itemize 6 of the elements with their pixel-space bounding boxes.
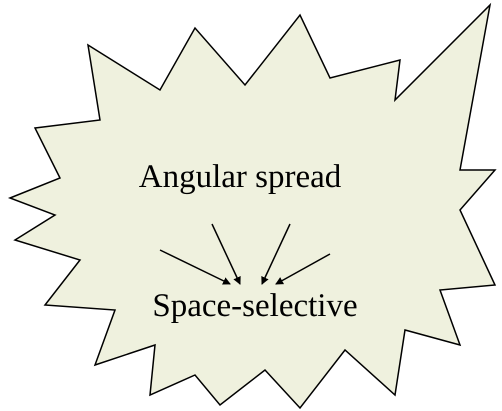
arrow	[211, 224, 241, 285]
arrow	[160, 249, 231, 285]
arrow	[261, 224, 291, 285]
label-text: Space-selective	[151, 286, 359, 326]
arrow	[275, 253, 330, 285]
label-text: Angular spread	[138, 158, 342, 196]
